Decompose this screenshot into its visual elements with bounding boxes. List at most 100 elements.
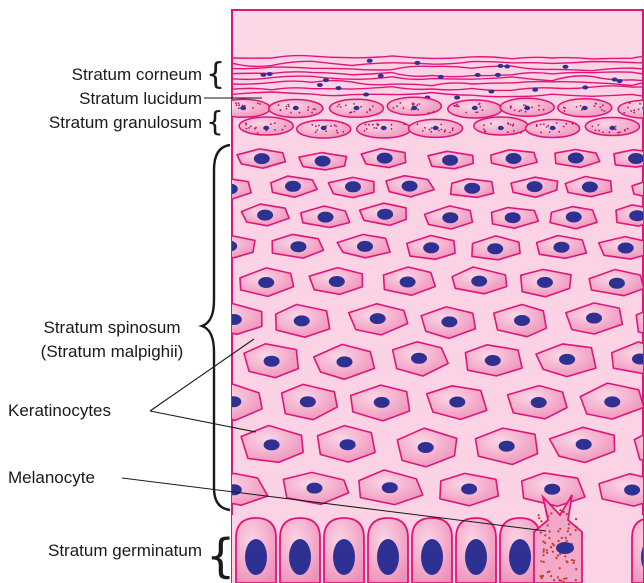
keratinocyte-nucleus (264, 356, 280, 367)
brace-spinosum (202, 145, 230, 510)
keratohyalin-granule (452, 129, 454, 131)
granulosum-nucleus (550, 126, 556, 130)
keratohyalin-granule (360, 106, 362, 108)
melanin-granule (560, 580, 562, 582)
melanin-granule (549, 530, 551, 532)
corneum-nucleus (497, 64, 503, 68)
granulosum-nucleus (609, 126, 615, 130)
keratohyalin-granule (340, 106, 342, 108)
keratohyalin-granule (353, 111, 355, 113)
keratinocyte-nucleus (340, 439, 356, 450)
keratinocyte-nucleus (337, 356, 353, 367)
keratinocyte-nucleus (604, 396, 620, 407)
keratohyalin-granule (424, 127, 426, 129)
keratohyalin-granule (236, 104, 238, 106)
keratohyalin-granule (513, 123, 515, 125)
keratohyalin-granule (538, 109, 540, 111)
keratinocyte-nucleus (527, 181, 543, 192)
keratohyalin-granule (602, 104, 604, 106)
keratohyalin-granule (416, 104, 418, 106)
melanin-granule (575, 579, 577, 581)
keratohyalin-granule (593, 105, 595, 107)
keratohyalin-granule (238, 104, 240, 106)
keratohyalin-granule (412, 102, 414, 104)
keratohyalin-granule (288, 106, 290, 108)
keratohyalin-granule (444, 131, 446, 133)
keratohyalin-granule (318, 125, 320, 127)
melanin-granule (544, 542, 546, 544)
keratinocyte-nucleus (258, 277, 274, 288)
keratinocyte-nucleus (471, 276, 487, 287)
keratohyalin-granule (255, 127, 257, 129)
corneum-nucleus (454, 96, 460, 100)
keratohyalin-granule (422, 130, 424, 132)
keratinocyte-nucleus (618, 243, 634, 254)
keratohyalin-granule (376, 127, 378, 129)
melanin-granule (571, 559, 573, 561)
keratohyalin-granule (238, 102, 240, 104)
keratinocyte-nucleus (402, 181, 418, 192)
keratohyalin-granule (278, 104, 280, 106)
keratinocyte-nucleus (423, 242, 439, 253)
keratinocyte-nucleus (485, 355, 501, 366)
keratohyalin-granule (252, 107, 254, 109)
melanin-granule (550, 546, 552, 548)
keratohyalin-granule (299, 112, 301, 114)
melanin-granule (566, 513, 568, 515)
melanin-granule (575, 529, 577, 531)
keratohyalin-granule (558, 131, 560, 133)
granulosum-nucleus (381, 126, 387, 130)
melanin-granule (569, 533, 571, 535)
keratinocyte-nucleus (487, 243, 503, 254)
granulosum-nucleus (472, 106, 478, 110)
keratohyalin-granule (624, 129, 626, 131)
keratohyalin-granule (601, 109, 603, 111)
melanin-granule (538, 514, 540, 516)
keratohyalin-granule (353, 103, 355, 105)
keratohyalin-granule (598, 130, 600, 132)
keratohyalin-granule (456, 104, 458, 106)
keratohyalin-granule (449, 132, 451, 134)
keratohyalin-granule (372, 124, 374, 126)
keratohyalin-granule (259, 103, 261, 105)
brace-germinatum: { (206, 529, 235, 583)
keratinocyte-nucleus (221, 241, 237, 252)
melanin-granule (547, 571, 549, 573)
corneum-nucleus (612, 78, 618, 82)
keratohyalin-granule (595, 129, 597, 131)
keratohyalin-granule (623, 112, 625, 114)
keratohyalin-granule (540, 132, 542, 134)
keratohyalin-granule (630, 110, 632, 112)
keratinocyte-nucleus (307, 483, 323, 494)
melanin-granule (572, 562, 574, 564)
melanin-granule (547, 524, 549, 526)
keratohyalin-granule (316, 129, 318, 131)
keratohyalin-granule (257, 132, 259, 134)
keratohyalin-granule (257, 102, 259, 104)
melanin-granule (541, 577, 543, 579)
keratohyalin-granule (510, 107, 512, 109)
keratohyalin-granule (433, 111, 435, 113)
keratinocyte-nucleus (411, 353, 427, 364)
melanin-granule (558, 579, 560, 581)
keratohyalin-granule (564, 110, 566, 112)
keratohyalin-granule (313, 108, 315, 110)
keratohyalin-granule (547, 125, 549, 127)
keratinocyte-nucleus (377, 153, 393, 164)
keratohyalin-granule (595, 103, 597, 105)
keratohyalin-granule (245, 122, 247, 124)
keratohyalin-granule (619, 131, 621, 133)
melanin-granule (548, 537, 550, 539)
corneum-nucleus (260, 73, 266, 77)
keratinocyte-nucleus (300, 396, 316, 407)
granulosum-nucleus (293, 106, 299, 110)
keratinocyte-nucleus (505, 212, 521, 223)
corneum-nucleus (495, 73, 501, 77)
label-stratum-germinatum: Stratum germinatum (48, 541, 202, 560)
keratohyalin-granule (576, 106, 578, 108)
keratohyalin-granule (507, 131, 509, 133)
keratinocyte-nucleus (257, 210, 273, 221)
keratinocyte-nucleus (318, 212, 334, 223)
keratohyalin-granule (580, 105, 582, 107)
granulosum-nucleus (433, 126, 439, 130)
